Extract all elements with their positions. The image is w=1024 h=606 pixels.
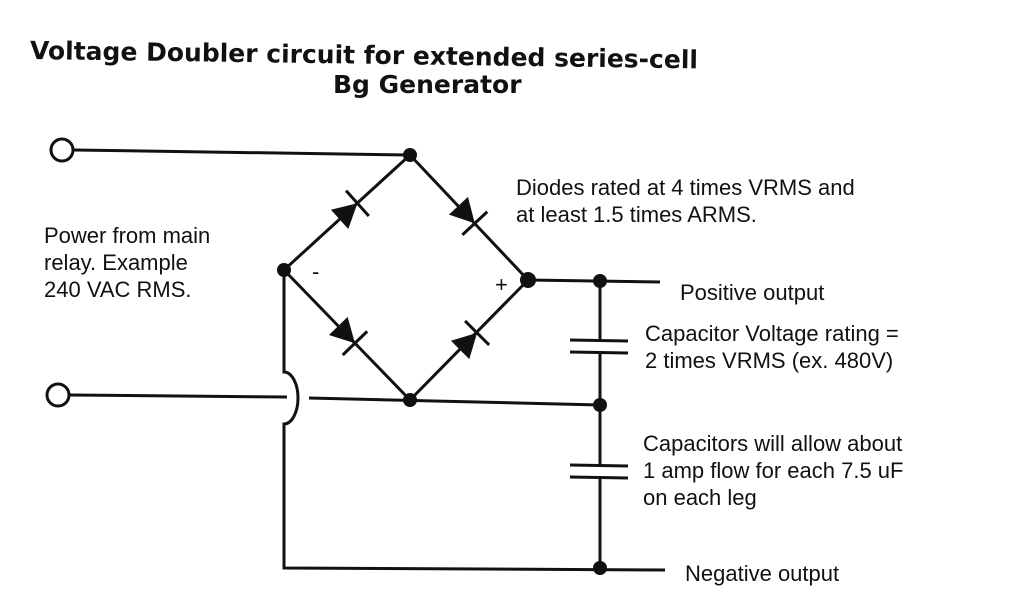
title-line-2: Bg Generator [333,70,522,99]
node-right [520,272,536,288]
cap-voltage-line-1: Capacitor Voltage rating = [645,321,899,346]
input-wire-top [73,148,411,157]
positive-output-label: Positive output [680,280,825,305]
node-bottom [403,393,417,407]
power-line-3: 240 VAC RMS. [44,277,192,302]
node-neg [593,561,607,575]
negative-output-label: Negative output [685,561,840,586]
input-terminal-bottom [45,382,71,408]
diodes-note: Diodes rated at 4 times VRMS and at leas… [516,174,855,228]
node-left [277,263,291,277]
cap-voltage-line-2: 2 times VRMS (ex. 480V) [645,348,894,373]
node-pos [593,274,607,288]
power-line-2: relay. Example [44,250,188,275]
diodes-line-1: Diodes rated at 4 times VRMS and [516,175,855,200]
cap-current-line-3: on each leg [643,485,757,510]
capacitor-voltage-note: Capacitor Voltage rating = 2 times VRMS … [645,320,899,374]
power-input-label: Power from main relay. Example 240 VAC R… [44,222,210,303]
node-mid [593,398,607,412]
plus-sign: + [495,272,508,297]
minus-sign: - [312,259,320,284]
cap-current-line-2: 1 amp flow for each 7.5 uF [643,458,904,483]
power-line-1: Power from main [44,223,211,248]
diodes-line-2: at least 1.5 times ARMS. [516,202,757,227]
negative-rail [282,270,666,572]
cap-current-line-1: Capacitors will allow about [643,431,903,456]
input-terminal-top [49,137,75,163]
input-wire-bottom [69,393,601,407]
capacitor-current-note: Capacitors will allow about 1 amp flow f… [643,430,903,511]
node-top [403,148,417,162]
